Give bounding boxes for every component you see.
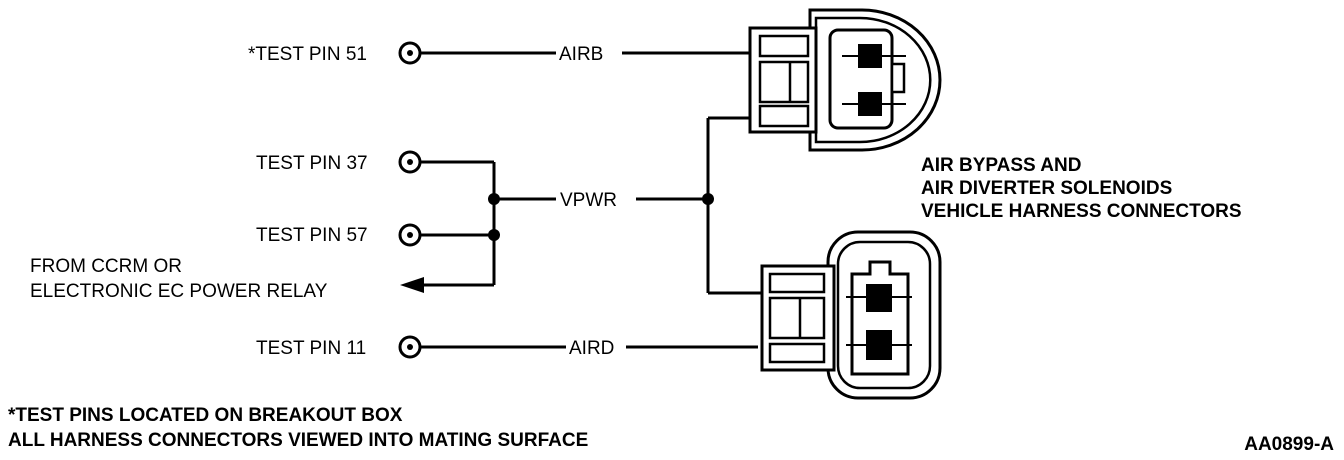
vpwr-wire (420, 116, 765, 295)
vpwr-wire-label: VPWR (560, 190, 617, 211)
test-pin-57-terminal (398, 223, 422, 247)
power-source-label-line1: FROM CCRM OR (30, 256, 182, 277)
test-pin-51-terminal (398, 41, 422, 65)
test-pin-37-label: TEST PIN 37 (256, 153, 368, 174)
figure-id: AA0899-A (1244, 434, 1334, 455)
footnote-line2: ALL HARNESS CONNECTORS VIEWED INTO MATIN… (8, 430, 588, 451)
test-pin-11-label: TEST PIN 11 (256, 338, 366, 359)
airb-wire-label: AIRB (559, 44, 603, 65)
air-bypass-connector-icon (748, 8, 942, 152)
connectors-caption-line2: AIR DIVERTER SOLENOIDS (921, 178, 1172, 199)
test-pin-37-terminal (398, 150, 422, 174)
aird-wire-label: AIRD (569, 338, 614, 359)
vpwr-splice-dot-lower (488, 229, 500, 241)
power-source-arrow-icon (400, 277, 424, 293)
vpwr-splice-dot-upper (488, 193, 500, 205)
test-pin-57-label: TEST PIN 57 (256, 225, 368, 246)
connectors-caption-line3: VEHICLE HARNESS CONNECTORS (921, 201, 1242, 222)
test-pin-51-label: *TEST PIN 51 (248, 44, 367, 65)
test-pin-11-terminal (398, 335, 422, 359)
connectors-caption-line1: AIR BYPASS AND (921, 155, 1081, 176)
air-diverter-connector-icon (760, 230, 942, 400)
vpwr-splice-dot-right (702, 193, 714, 205)
footnote-line1: *TEST PINS LOCATED ON BREAKOUT BOX (8, 405, 403, 426)
power-source-label-line2: ELECTRONIC EC POWER RELAY (30, 281, 328, 302)
